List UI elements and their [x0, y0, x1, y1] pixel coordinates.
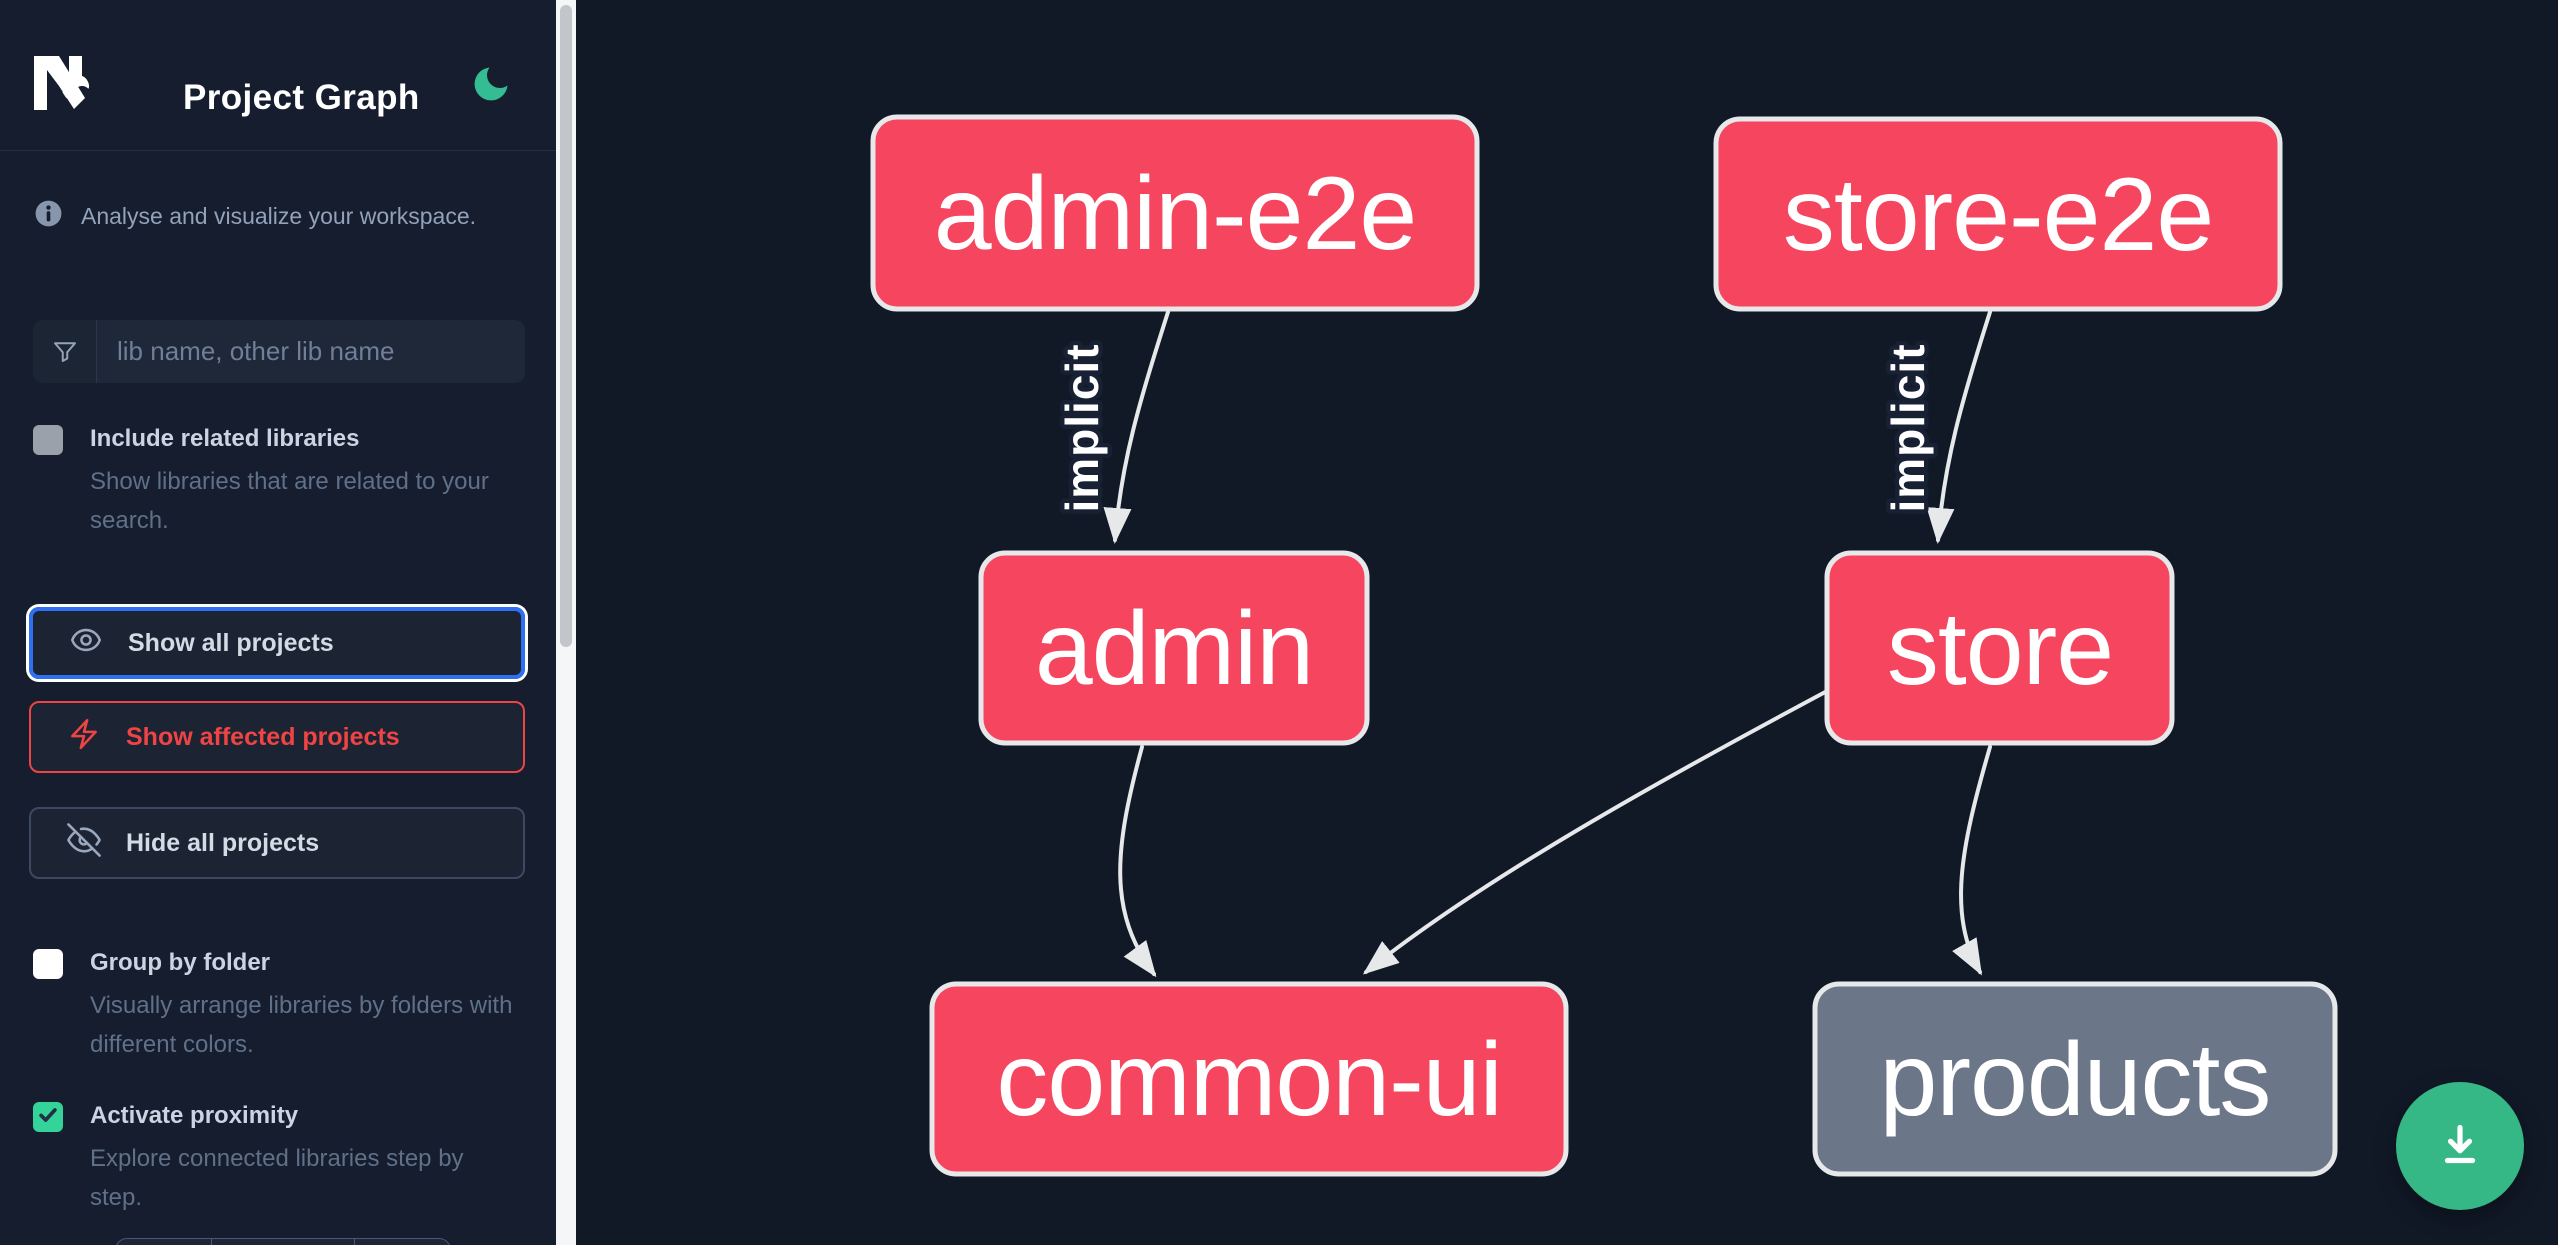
show-all-projects-button[interactable]: Show all projects — [29, 607, 525, 679]
group-by-folder-label: Group by folder — [90, 949, 270, 976]
tagline-text: Analyse and visualize your workspace. — [81, 203, 477, 229]
search-input[interactable] — [97, 320, 525, 383]
bottom-button-group-segment-3[interactable] — [354, 1239, 450, 1245]
nx-logo-icon — [28, 48, 98, 122]
activate-proximity-option: Activate proximity Explore connected lib… — [33, 1101, 480, 1218]
info-icon — [33, 198, 64, 235]
graph-edge-admin-e2e-to-admin — [1103, 310, 1170, 544]
bottom-button-group — [115, 1238, 451, 1245]
show-affected-projects-button[interactable]: Show affected projects — [29, 701, 525, 773]
sidebar-header: Project Graph — [0, 0, 556, 151]
bottom-button-group-segment-1[interactable] — [116, 1239, 211, 1245]
theme-toggle-button[interactable] — [466, 60, 516, 110]
group-by-folder-description: Visually arrange libraries by folders wi… — [90, 992, 513, 1058]
checkmark-icon — [37, 1104, 59, 1131]
search-box — [33, 320, 525, 383]
download-icon — [2430, 1115, 2490, 1178]
activate-proximity-label: Activate proximity — [90, 1102, 299, 1129]
svg-text:store-e2e: store-e2e — [1783, 157, 2213, 273]
eye-off-icon — [67, 822, 101, 864]
page-title: Project Graph — [183, 78, 420, 118]
include-related-description: Show libraries that are related to your … — [90, 468, 489, 534]
svg-text:common-ui: common-ui — [996, 1022, 1501, 1138]
svg-text:admin: admin — [1035, 591, 1313, 707]
download-graph-button[interactable] — [2396, 1082, 2524, 1210]
bolt-icon — [67, 717, 101, 758]
graph-edge-store-to-products — [1952, 745, 1992, 976]
sidebar-scrollbar[interactable] — [556, 0, 576, 1245]
graph-edge-admin-to-common-ui — [1118, 745, 1157, 978]
svg-text:admin-e2e: admin-e2e — [934, 156, 1416, 272]
include-related-label: Include related libraries — [90, 425, 360, 452]
show-all-projects-label: Show all projects — [128, 628, 334, 657]
svg-text:store: store — [1887, 591, 2113, 707]
include-related-option: Include related libraries Show libraries… — [33, 424, 520, 541]
bottom-button-group-segment-2[interactable] — [211, 1239, 354, 1245]
graph-node-admin-e2e[interactable]: admin-e2e — [870, 114, 1480, 312]
filter-funnel-icon — [33, 320, 97, 383]
activate-proximity-description: Explore connected libraries step by step… — [90, 1145, 464, 1211]
hide-all-projects-label: Hide all projects — [126, 828, 320, 857]
project-graph-canvas[interactable]: implicit implicit admin-e2e store-e2e ad… — [576, 0, 2558, 1245]
group-by-folder-option: Group by folder Visually arrange librari… — [33, 948, 520, 1065]
graph-node-store[interactable]: store — [1824, 550, 2175, 746]
moon-icon — [469, 67, 513, 109]
include-related-checkbox[interactable] — [33, 425, 63, 455]
sidebar-scrollbar-thumb[interactable] — [560, 5, 572, 647]
graph-edge-store-e2e-to-store — [1926, 310, 1992, 544]
group-by-folder-checkbox[interactable] — [33, 949, 63, 979]
graph-node-store-e2e[interactable]: store-e2e — [1713, 116, 2283, 312]
svg-text:products: products — [1880, 1022, 2271, 1138]
edge-label-implicit-store: implicit — [1882, 343, 1934, 512]
activate-proximity-checkbox[interactable] — [33, 1102, 63, 1132]
show-affected-projects-label: Show affected projects — [126, 722, 400, 751]
graph-node-products[interactable]: products — [1812, 981, 2338, 1177]
graph-node-common-ui[interactable]: common-ui — [929, 981, 1569, 1177]
graph-edge-store-to-common-ui — [1362, 688, 1831, 975]
hide-all-projects-button[interactable]: Hide all projects — [29, 807, 525, 879]
sidebar: Project Graph Analyse and visualize your… — [0, 0, 556, 1245]
edge-label-implicit-admin: implicit — [1056, 343, 1108, 512]
graph-node-admin[interactable]: admin — [978, 550, 1370, 746]
workspace-tagline: Analyse and visualize your workspace. — [33, 198, 476, 235]
eye-icon — [69, 623, 103, 664]
